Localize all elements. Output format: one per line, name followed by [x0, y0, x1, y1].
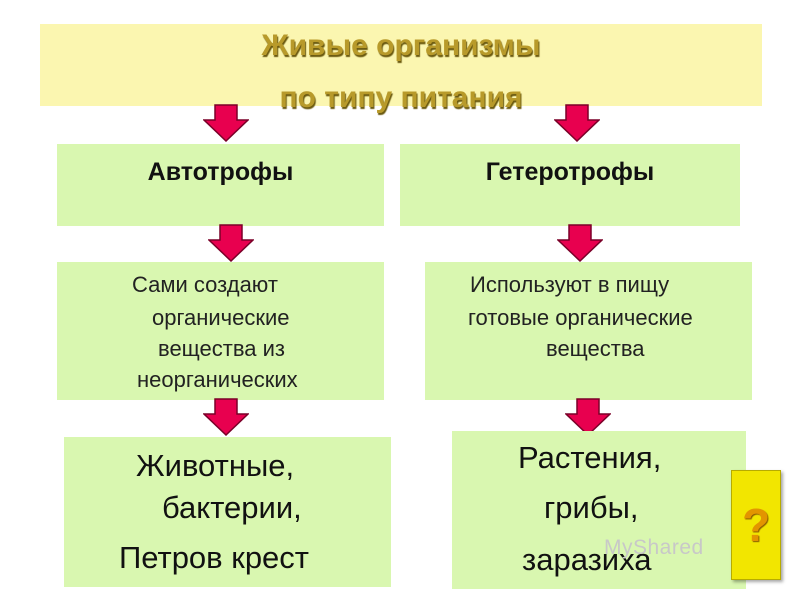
heterotrophs-examples-box: Растения, грибы, заразиха	[452, 431, 746, 589]
heterotrophs-example: грибы,	[544, 490, 639, 525]
heterotrophs-description-line: Используют в пищу	[470, 272, 670, 297]
title-line-2: по типу питания	[279, 81, 523, 114]
autotrophs-description-box: Сами создают органические вещества из не…	[57, 262, 384, 400]
arrow-down-icon	[203, 398, 249, 436]
autotrophs-heading: Автотрофы	[147, 158, 294, 186]
autotrophs-example: Животные,	[136, 448, 295, 483]
autotrophs-heading-box: Автотрофы	[57, 144, 384, 226]
help-button[interactable]: ?	[731, 470, 781, 580]
autotrophs-example: бактерии,	[162, 490, 302, 525]
autotrophs-description-line: вещества из	[158, 336, 286, 361]
heterotrophs-description-box: Используют в пищу готовые органические в…	[425, 262, 752, 400]
title-line-1: Живые организмы	[261, 29, 541, 62]
autotrophs-example: Петров крест	[119, 540, 309, 575]
arrow-down-icon	[208, 224, 254, 262]
watermark: MyShared	[604, 536, 704, 559]
title-banner: Живые организмы	[40, 24, 762, 106]
autotrophs-description-line: неорганических	[137, 367, 298, 392]
arrow-down-icon	[557, 224, 603, 262]
heterotrophs-example: Растения,	[518, 440, 662, 475]
heterotrophs-heading-box: Гетеротрофы	[400, 144, 740, 226]
question-mark-icon: ?	[741, 499, 771, 551]
autotrophs-description-line: Сами создают	[132, 272, 278, 297]
heterotrophs-example: заразиха	[522, 542, 652, 577]
heterotrophs-description-line: вещества	[546, 336, 645, 361]
heterotrophs-heading: Гетеротрофы	[485, 158, 655, 186]
arrow-down-icon	[565, 398, 611, 436]
heterotrophs-description-line: готовые органические	[468, 305, 693, 330]
autotrophs-description-line: органические	[152, 305, 290, 330]
autotrophs-examples-box: Животные, бактерии, Петров крест	[64, 437, 391, 587]
arrow-down-icon	[554, 104, 600, 142]
arrow-down-icon	[203, 104, 249, 142]
